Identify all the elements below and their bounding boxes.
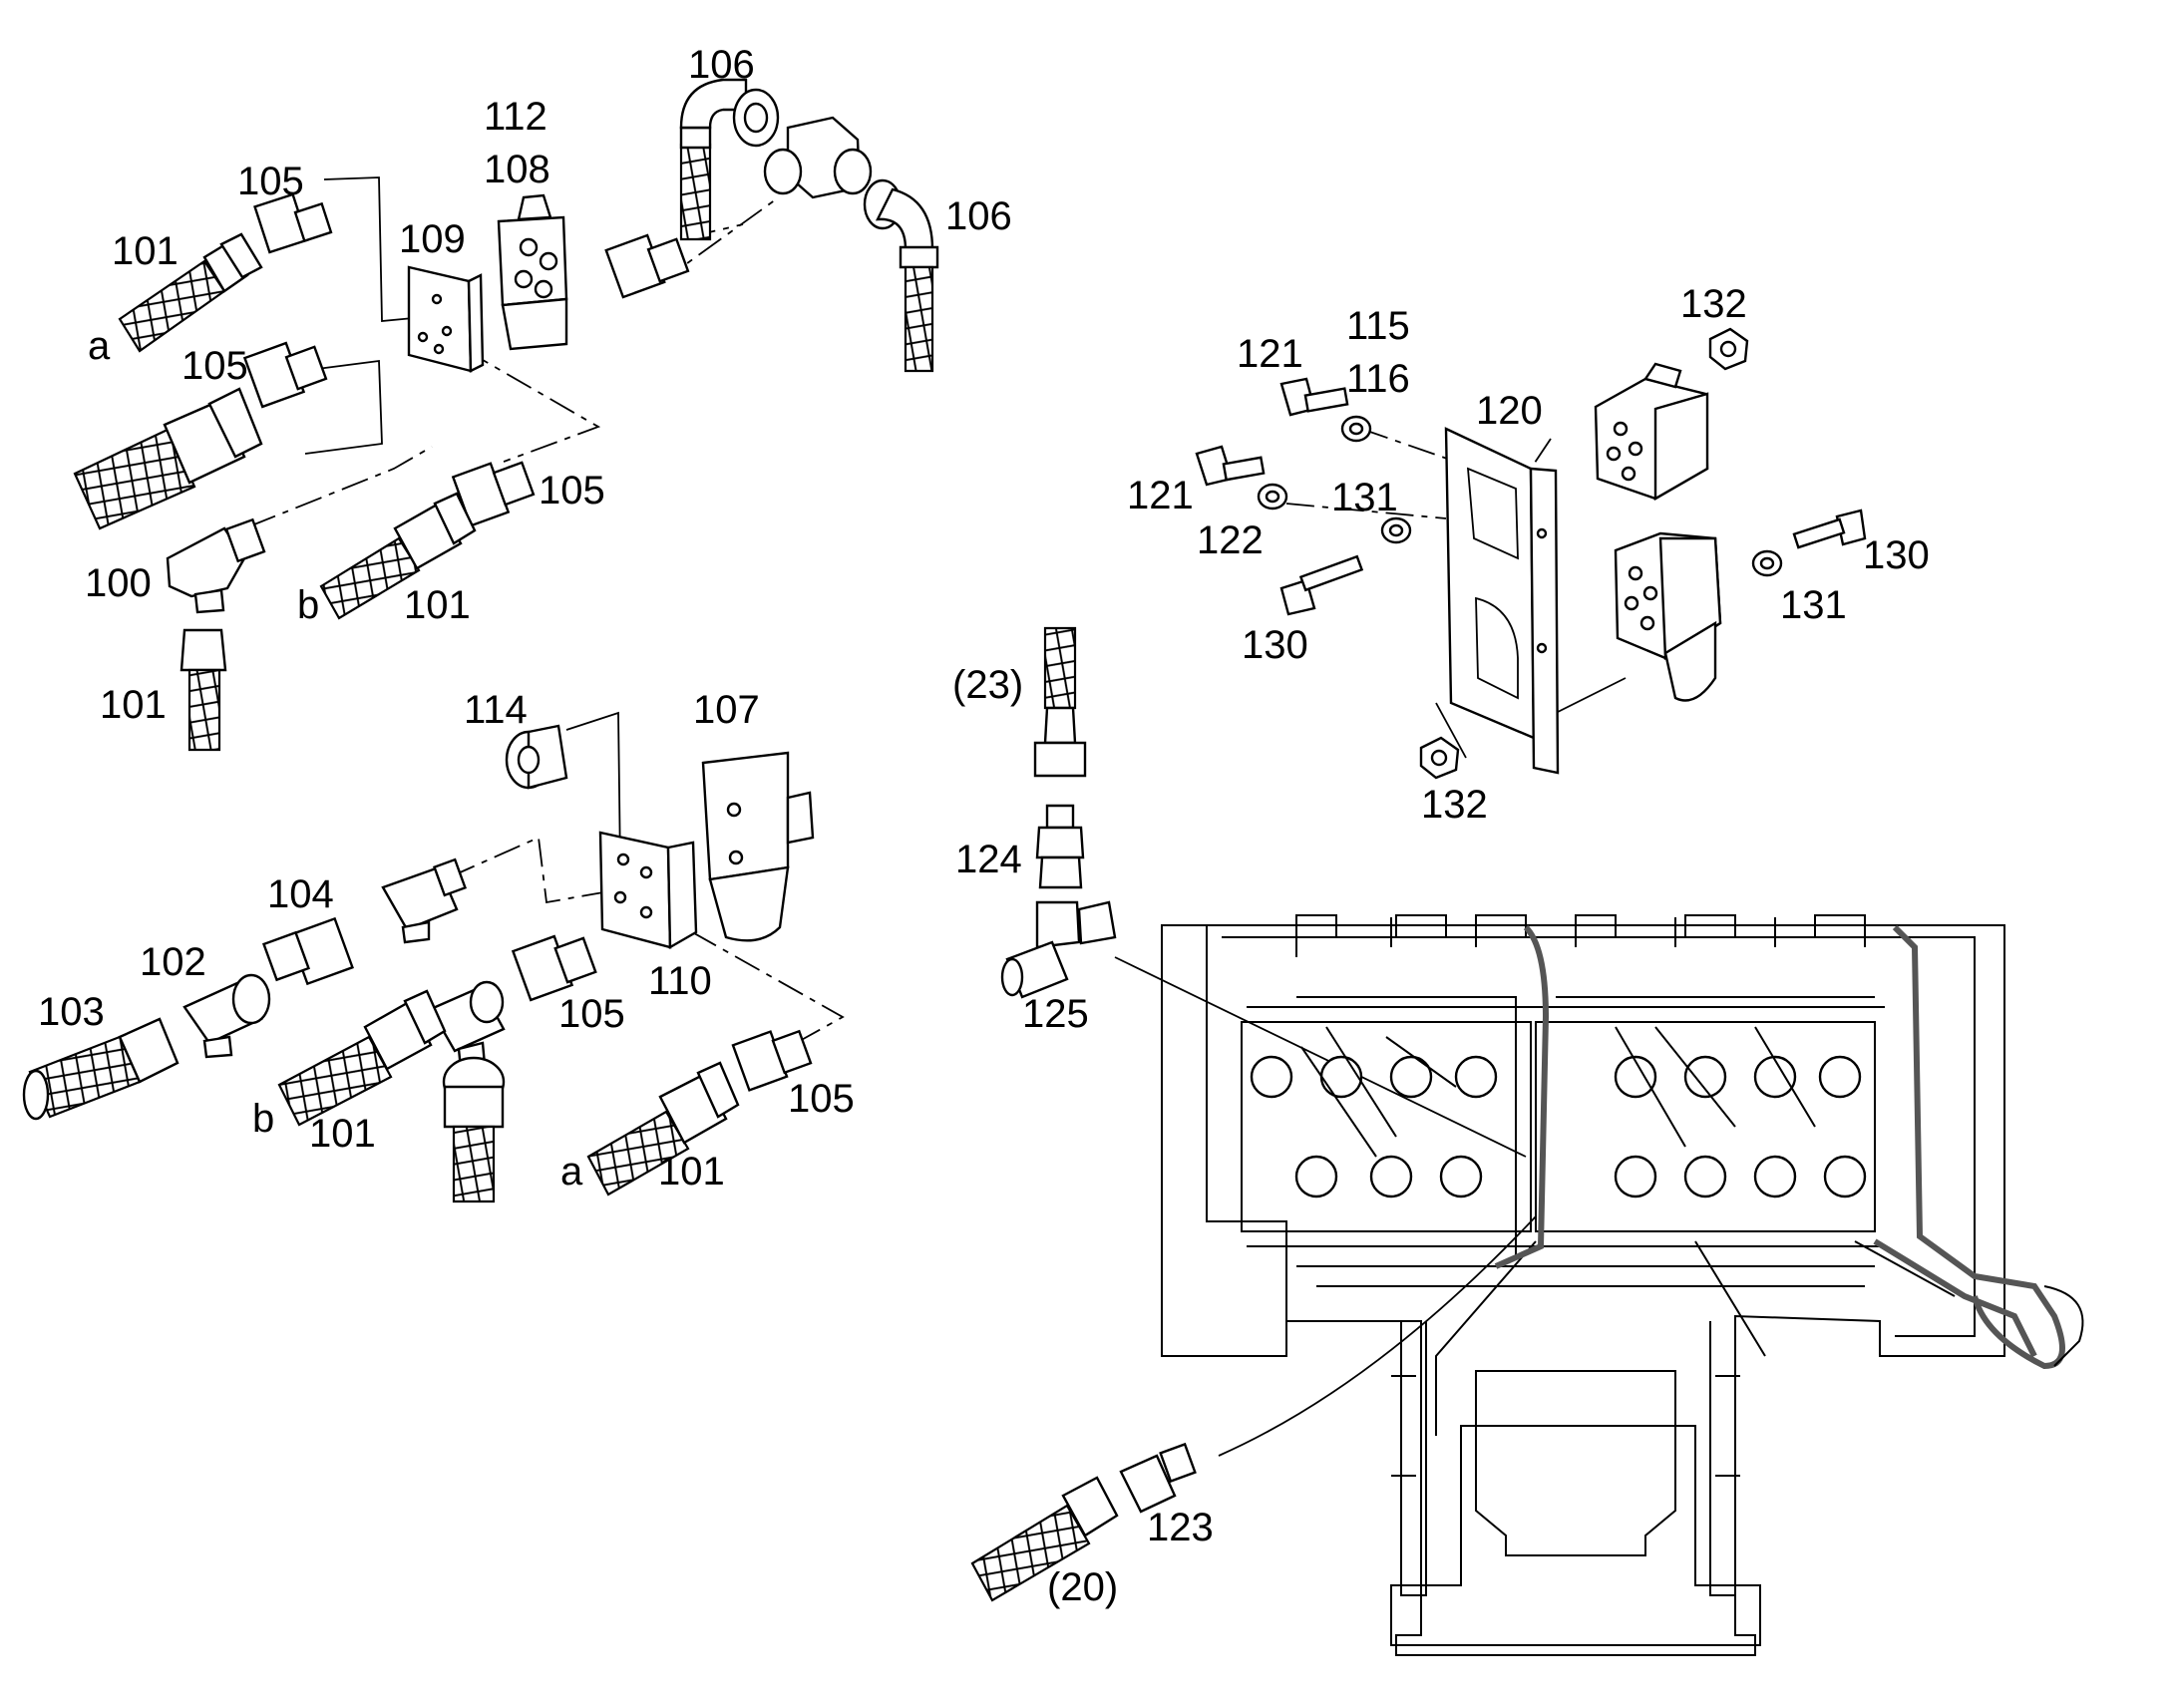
hose-fitting-101-b-lower [277,989,447,1127]
label-101-vertical: 101 [100,683,167,727]
label-109: 109 [399,217,466,261]
quick-coupling-103 [22,1017,180,1121]
label-114: 114 [464,688,528,732]
label-a-lower: a [560,1150,583,1194]
hose-106-vertical [679,78,780,241]
plug-114 [505,724,568,790]
manifold-plate-110 [598,831,698,950]
upper-right-assembly [1195,327,1867,780]
label-105-lower-right: 105 [788,1077,855,1121]
label-105-lower-center: 105 [558,992,625,1036]
hose-106-right [863,178,939,373]
fitting-104 [261,916,354,986]
nipple-105-lower-center [511,934,597,1002]
label-105-right: 105 [539,469,605,512]
part-labels: 106 112 108 105 109 101 106 a 105 105 10… [38,43,1930,1609]
label-105-mid: 105 [182,344,248,388]
label-115: 115 [1346,304,1410,348]
label-103: 103 [38,990,105,1034]
label-100: 100 [85,561,152,605]
label-b-top: b [297,583,319,627]
label-101-a-lower: 101 [658,1150,725,1194]
elbow-fitting-100 [166,517,266,614]
label-101-top: 101 [112,229,179,273]
label-131-left: 131 [1331,476,1398,519]
label-101-b: 101 [404,583,471,627]
washer-116 [1340,415,1372,443]
nut-132-top [1708,327,1749,371]
label-110: 110 [648,959,712,1003]
washer-131-right [1751,549,1783,577]
label-106-right: 106 [945,194,1012,238]
valve-flanges [1250,1055,1867,1198]
label-106-top: 106 [688,43,755,87]
label-125: 125 [1022,992,1089,1036]
bolt-121-upper [1279,377,1349,417]
manifold-plate-109 [407,265,485,373]
upper-left-assembly [73,78,939,752]
nipple-105-center [604,233,690,299]
label-122: 122 [1197,518,1264,562]
label-121-lower: 121 [1127,474,1194,517]
vehicle-frame [1161,914,2084,1656]
bracket-120 [1444,427,1560,775]
label-107: 107 [693,688,760,732]
elbow-104 [381,857,468,944]
fitting-124 [1035,804,1085,889]
hose-fitting-101-a-lower [586,1061,740,1196]
nipple-105-mid [242,341,328,409]
label-20: (20) [1047,1565,1118,1609]
solenoid-valve-upper-right [1594,362,1709,502]
label-a-top: a [88,324,111,368]
hose-20 [970,1476,1119,1602]
bolt-121-lower [1195,445,1266,487]
hose-fitting-101-vertical [180,628,227,752]
solenoid-valve-108 [497,193,568,351]
bolt-130-left [1279,554,1364,616]
label-116: 116 [1346,357,1410,401]
hose-23 [1033,626,1087,778]
label-130-right: 130 [1863,533,1930,577]
hose-fitting-101-a [118,232,263,353]
label-130-left: 130 [1242,623,1308,667]
label-131-right: 131 [1780,583,1847,627]
hose-fitting-101-large [73,387,263,530]
hose-fitting-101-b [319,492,477,620]
label-108: 108 [484,148,550,191]
label-121-top: 121 [1237,332,1303,376]
directional-valve-lower-right [1614,531,1722,702]
label-123: 123 [1147,1506,1214,1549]
label-132-top: 132 [1680,282,1747,326]
nipple-105-top [253,192,333,254]
directional-valve-107 [701,751,815,942]
label-101-b-lower: 101 [309,1112,376,1156]
washer-122 [1257,483,1288,511]
center-fittings [970,626,1537,1602]
washer-131-left [1380,516,1412,544]
tee-fitting [763,116,873,199]
nipple-105-lower-right [731,1029,813,1092]
fitting-102 [182,973,271,1059]
nipple-105-right [451,461,536,527]
label-104: 104 [267,872,334,916]
label-105-top: 105 [237,160,304,203]
hose-fitting-vertical-lower [442,1056,506,1203]
fitting-123 [1119,1442,1197,1514]
tee-125 [1000,900,1117,999]
lower-left-assembly [22,711,845,1203]
label-b-lower: b [252,1097,274,1141]
label-23: (23) [952,663,1023,707]
label-102: 102 [140,940,206,984]
label-124: 124 [955,838,1022,881]
label-112: 112 [484,95,547,139]
nut-132-bottom [1419,736,1460,780]
bolt-130-right [1792,509,1867,549]
label-120: 120 [1476,389,1543,433]
label-132-bottom: 132 [1421,783,1488,827]
